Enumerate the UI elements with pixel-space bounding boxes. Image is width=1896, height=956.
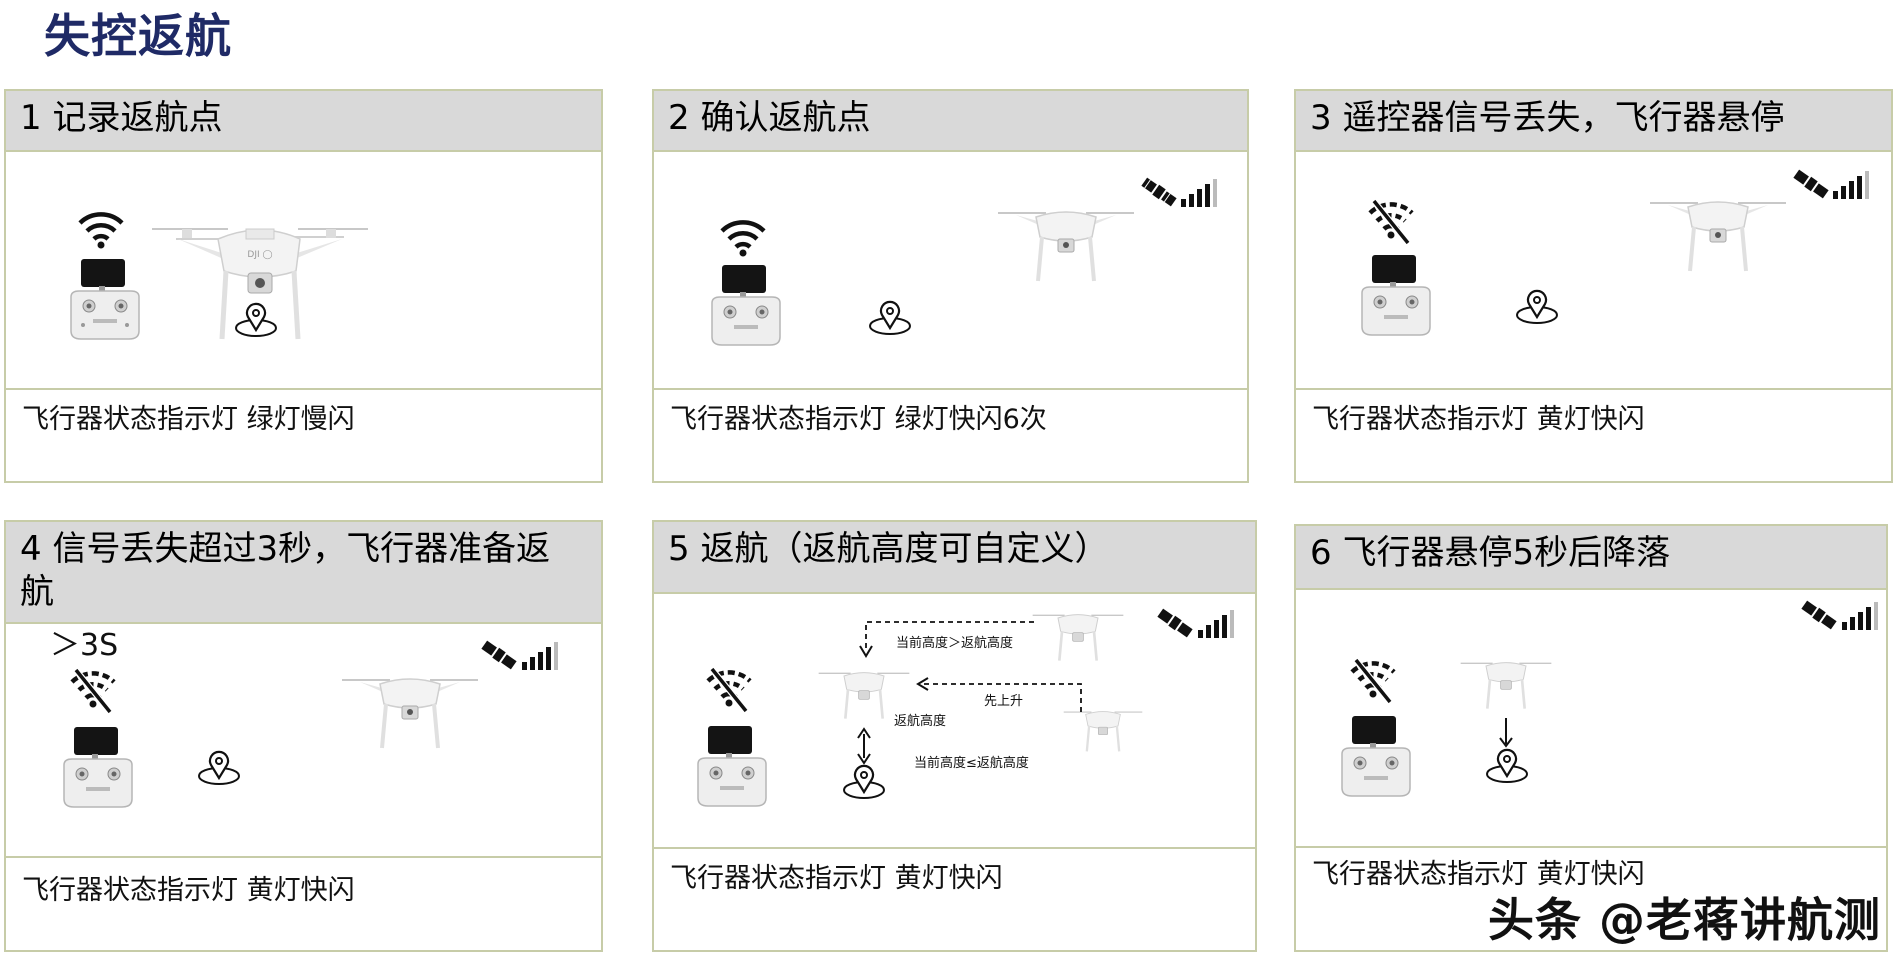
signal-bars-icon: [1181, 179, 1217, 207]
home-point-icon: [1516, 289, 1558, 324]
note-rise-first: 先上升: [984, 694, 1024, 709]
satellite-icon: [1157, 608, 1193, 638]
drone-icon: [1650, 201, 1786, 272]
signal-bars-icon: [1833, 171, 1869, 199]
panel-footer-text: 飞行器状态指示灯 绿灯慢闪: [22, 404, 355, 435]
panel-footer-text: 飞行器状态指示灯 黄灯快闪: [1312, 859, 1645, 890]
signal-bars-icon: [522, 642, 558, 670]
note-above-rth: 当前高度＞返航高度: [896, 636, 1014, 651]
page-title: 失控返航: [44, 9, 232, 63]
panel-2: 2 确认返航点 飞行器状态指示灯 绿灯快闪6次: [652, 89, 1249, 483]
drone-icon: [1460, 662, 1552, 709]
panel-5: 5 返航（返航高度可自定义） 飞行器状态指示灯 黄灯快闪: [652, 520, 1257, 952]
note-below-rth: 当前高度≤返航高度: [914, 756, 1029, 771]
satellite-icon: [481, 640, 517, 670]
drone-icon: DJI ◯: [152, 228, 368, 340]
wifi-icon: [78, 212, 124, 249]
remote-controller-icon: [1361, 255, 1431, 336]
remote-controller-icon: [711, 265, 781, 346]
svg-text:DJI ◯: DJI ◯: [247, 250, 272, 260]
panel-header-text: 2 确认返航点: [668, 98, 871, 138]
panel-header: 5 返航（返航高度可自定义）: [654, 522, 1255, 594]
arrow-icon: [1499, 718, 1513, 748]
timer-label: ＞3S: [50, 628, 119, 663]
panel-4: 4 信号丢失超过3秒，飞行器准备返航 飞行器状态指示灯 黄灯快闪 ＞3S: [4, 520, 603, 952]
wifi-off-icon: [70, 668, 116, 714]
satellite-icon: [1793, 169, 1829, 199]
panel-divider: [6, 856, 601, 858]
panel-3: 3 遥控器信号丢失，飞行器悬停 飞行器状态指示灯 黄灯快闪: [1294, 89, 1893, 483]
panel-footer-text: 飞行器状态指示灯 绿灯快闪6次: [670, 404, 1047, 435]
panel-divider: [1296, 846, 1886, 848]
panel-footer-text: 飞行器状态指示灯 黄灯快闪: [1312, 404, 1645, 435]
home-point-icon: [843, 764, 885, 799]
drone-icon: [1032, 614, 1124, 661]
panel-divider: [6, 388, 601, 390]
panel-header-text: 1 记录返航点: [20, 98, 223, 138]
drone-icon: [342, 678, 478, 749]
remote-controller-icon: [1341, 716, 1411, 797]
drone-icon: [818, 672, 910, 719]
home-point-icon: [198, 750, 240, 785]
panel-header-text: 5 返航（返航高度可自定义）: [668, 529, 1109, 569]
home-point-icon: [869, 300, 911, 335]
panel-header-text: 4 信号丢失超过3秒，飞行器准备返航: [20, 529, 551, 612]
wifi-off-icon: [1368, 199, 1414, 245]
panel-header-text: 3 遥控器信号丢失，飞行器悬停: [1310, 98, 1785, 138]
signal-bars-icon: [1842, 602, 1878, 630]
panel-divider: [1296, 388, 1891, 390]
remote-controller-icon: [63, 727, 133, 808]
panel-header: 3 遥控器信号丢失，飞行器悬停: [1296, 91, 1891, 152]
wifi-off-icon: [1350, 658, 1396, 704]
satellite-icon: [1801, 600, 1837, 630]
watermark: 头条 @老蒋讲航测: [1488, 893, 1882, 947]
panel-header: 6 飞行器悬停5秒后降落: [1296, 526, 1886, 590]
drone-icon: [998, 211, 1134, 282]
home-point-icon: [1486, 748, 1528, 783]
wifi-icon: [720, 220, 766, 257]
panel-header-text: 6 飞行器悬停5秒后降落: [1310, 533, 1671, 573]
panel-1: 1 记录返航点 飞行器状态指示灯 绿灯慢闪 DJI ◯: [4, 89, 603, 483]
panel-header: 4 信号丢失超过3秒，飞行器准备返航: [6, 522, 601, 624]
signal-bars-icon: [1198, 610, 1234, 638]
home-point-icon: [235, 302, 277, 337]
remote-controller-icon: [697, 726, 767, 807]
drone-icon: [1063, 711, 1143, 752]
panel-divider: [654, 388, 1247, 390]
wifi-off-icon: [706, 667, 752, 713]
panel-footer-text: 飞行器状态指示灯 黄灯快闪: [670, 863, 1003, 894]
note-rth-altitude: 返航高度: [894, 714, 947, 729]
panel-footer-text: 飞行器状态指示灯 黄灯快闪: [22, 875, 355, 906]
panel-divider: [654, 847, 1255, 849]
panel-header: 1 记录返航点: [6, 91, 601, 152]
panel-header: 2 确认返航点: [654, 91, 1247, 152]
remote-controller-icon: [70, 259, 140, 340]
satellite-icon: [1141, 177, 1177, 207]
panel-6: 6 飞行器悬停5秒后降落 飞行器状态指示灯 黄灯快闪: [1294, 524, 1888, 952]
arrow-icon: [857, 621, 1082, 765]
